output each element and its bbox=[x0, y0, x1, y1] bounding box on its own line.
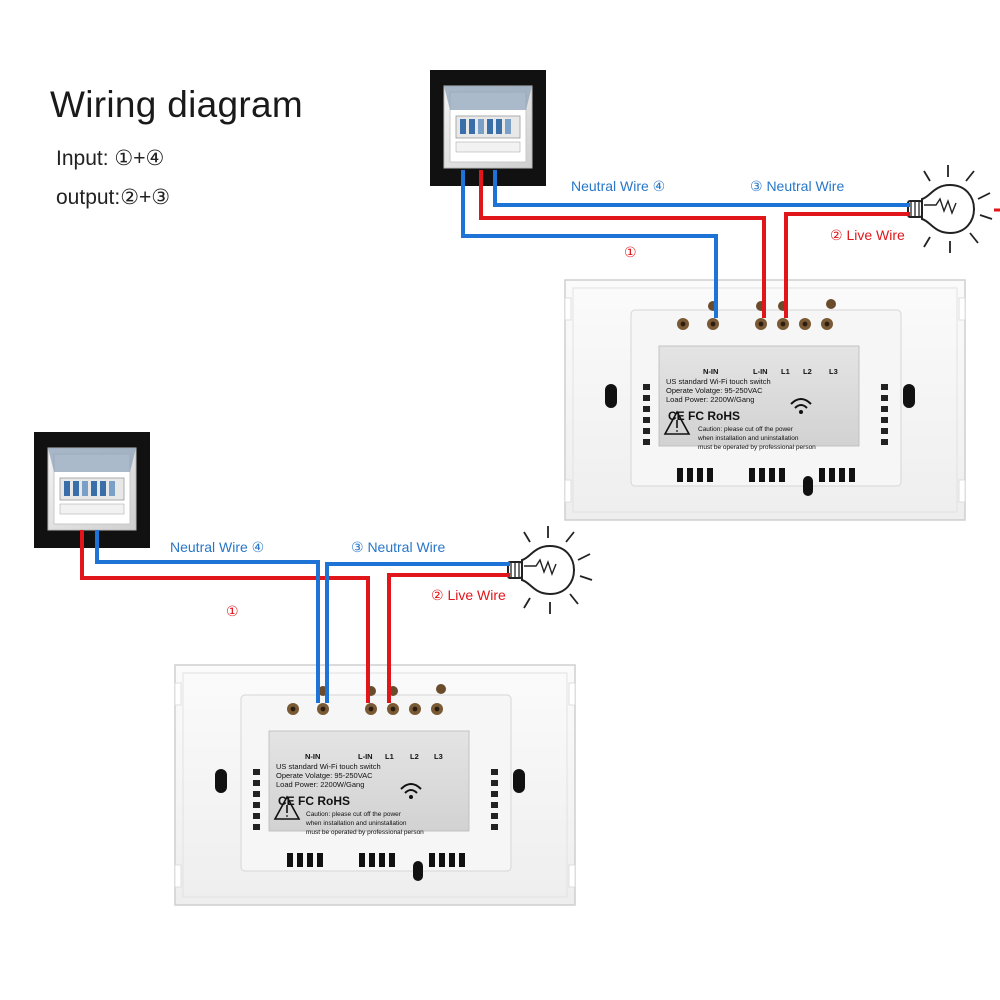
caution-line-2: when installation and uninstallation bbox=[305, 820, 407, 827]
spec-line-1: US standard Wi-Fi touch switch bbox=[666, 377, 771, 386]
label-live-2: ② Live Wire bbox=[830, 227, 905, 243]
caution-line-3: must be operated by professional person bbox=[306, 829, 424, 836]
label-wire-1: ① bbox=[226, 603, 239, 619]
top-diagram: Neutral Wire ④ ③ Neutral Wire ② Live Wir… bbox=[429, 69, 1000, 521]
spec-line-3: Load Power: 2200W/Gang bbox=[666, 395, 754, 404]
terminal-l1: L1 bbox=[781, 367, 790, 376]
live-wire-input bbox=[479, 170, 766, 318]
spec-line-2: Operate Volatge: 95-250VAC bbox=[276, 771, 373, 780]
neutral-wire-4 bbox=[95, 530, 320, 703]
label-neutral-4: Neutral Wire ④ bbox=[571, 178, 665, 194]
spec-line-1: US standard Wi-Fi touch switch bbox=[276, 762, 381, 771]
legend-output: output:②+③ bbox=[56, 186, 171, 209]
bottom-diagram: Neutral Wire ④ ③ Neutral Wire ② Live Wir… bbox=[33, 431, 593, 906]
terminal-l-in: L-IN bbox=[358, 752, 373, 761]
caution-line-1: Caution: please cut off the power bbox=[698, 426, 794, 433]
terminal-l3: L3 bbox=[434, 752, 443, 761]
label-neutral-4: Neutral Wire ④ bbox=[170, 539, 264, 555]
label-live-2: ② Live Wire bbox=[431, 587, 506, 603]
terminal-l2: L2 bbox=[410, 752, 419, 761]
terminal-n-in: N-IN bbox=[305, 752, 320, 761]
distribution-box-icon bbox=[429, 69, 547, 187]
label-neutral-3: ③ Neutral Wire bbox=[351, 539, 445, 555]
caution-line-3: must be operated by professional person bbox=[698, 444, 816, 451]
caution-line-1: Caution: please cut off the power bbox=[306, 811, 402, 818]
diagram-title: Wiring diagram bbox=[50, 84, 303, 125]
terminal-l-in: L-IN bbox=[753, 367, 768, 376]
live-wire-output bbox=[784, 212, 910, 318]
caution-line-2: when installation and uninstallation bbox=[697, 435, 799, 442]
certification-marks: CE FC RoHS bbox=[278, 794, 350, 808]
certification-marks: CE FC RoHS bbox=[668, 409, 740, 423]
light-bulb-icon bbox=[507, 525, 593, 615]
spec-line-2: Operate Volatge: 95-250VAC bbox=[666, 386, 763, 395]
neutral-wire-3 bbox=[325, 562, 510, 703]
label-wire-1: ① bbox=[624, 244, 637, 260]
terminal-n-in: N-IN bbox=[703, 367, 718, 376]
legend-input: Input: ①+④ bbox=[56, 147, 165, 170]
live-wire-input bbox=[80, 530, 370, 703]
terminal-l2: L2 bbox=[803, 367, 812, 376]
live-wire-output bbox=[387, 573, 510, 703]
terminal-l3: L3 bbox=[829, 367, 838, 376]
light-bulb-icon bbox=[907, 164, 993, 254]
neutral-wire-3-4 bbox=[493, 170, 910, 207]
switch-back-plate bbox=[174, 664, 576, 906]
neutral-wire-1 bbox=[461, 170, 718, 318]
terminal-l1: L1 bbox=[385, 752, 394, 761]
label-neutral-3: ③ Neutral Wire bbox=[750, 178, 844, 194]
spec-line-3: Load Power: 2200W/Gang bbox=[276, 780, 364, 789]
distribution-box-icon bbox=[33, 431, 151, 549]
